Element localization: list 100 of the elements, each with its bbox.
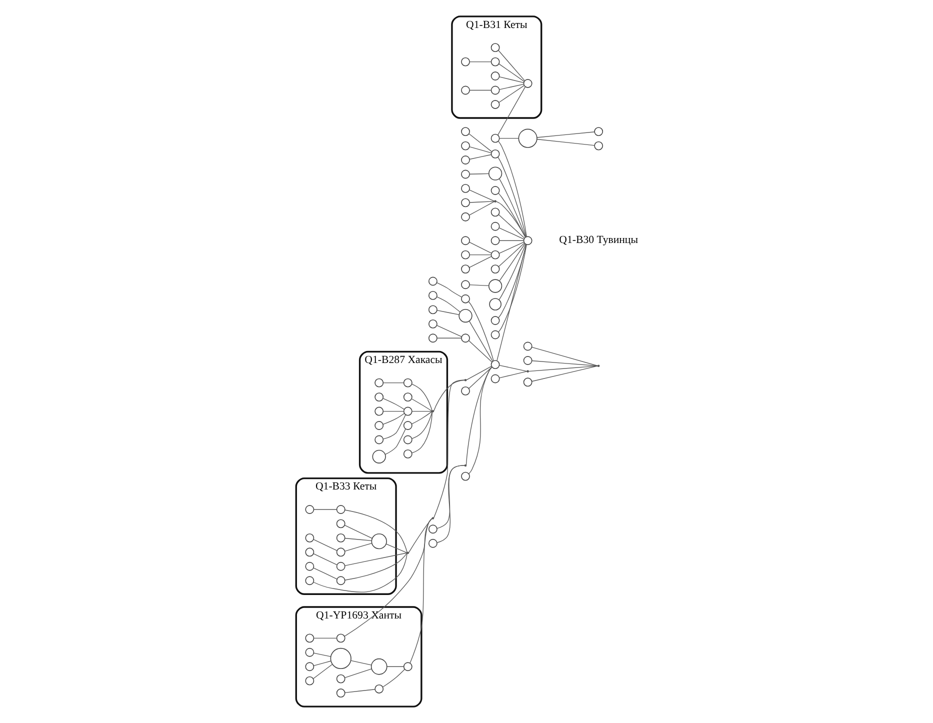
- connector: [531, 346, 598, 366]
- node-circle: [304, 576, 314, 586]
- connector: [498, 244, 526, 332]
- node-circle: [336, 688, 345, 698]
- node-circle: [488, 279, 502, 293]
- connector: [384, 428, 406, 455]
- connector: [498, 50, 524, 81]
- connector: [411, 411, 432, 439]
- node-circle: [304, 634, 314, 643]
- node-circle: [460, 236, 470, 246]
- connector: [436, 282, 462, 298]
- node-circle: [522, 378, 532, 387]
- cluster: Q1-B33 Кеты: [294, 477, 396, 595]
- node-circle: [402, 449, 412, 458]
- connector: [498, 140, 526, 237]
- connector: [468, 242, 492, 254]
- node-circle: [460, 212, 470, 222]
- node-circle: [490, 264, 500, 274]
- node-point: [431, 410, 434, 412]
- node-circle: [460, 334, 470, 343]
- connector: [408, 518, 432, 553]
- node-circle: [490, 208, 500, 217]
- node-circle: [460, 294, 470, 304]
- cluster: Q1-B287 Хакасы: [358, 350, 448, 474]
- connector: [386, 666, 404, 667]
- connector: [498, 63, 524, 82]
- node-circle: [336, 562, 345, 571]
- connector: [468, 133, 492, 152]
- connector: [382, 410, 404, 412]
- connector: [468, 366, 492, 389]
- node-circle: [522, 342, 532, 351]
- connector: [312, 553, 337, 566]
- connector: [382, 413, 404, 425]
- node-circle: [304, 648, 314, 657]
- node-circle: [336, 548, 345, 557]
- node-circle: [460, 127, 470, 136]
- connector: [531, 360, 598, 366]
- node-circle: [336, 674, 345, 684]
- node-point: [464, 464, 466, 467]
- connector: [312, 660, 331, 666]
- node-circle: [490, 186, 500, 195]
- node-circle: [402, 662, 412, 672]
- node-circle: [428, 291, 437, 300]
- node-circle: [370, 658, 387, 675]
- connector: [350, 660, 372, 666]
- connector: [495, 201, 526, 238]
- node-circle: [402, 421, 412, 430]
- node-circle: [372, 450, 386, 464]
- connector: [497, 156, 526, 238]
- node-circle: [402, 406, 412, 416]
- connector: [498, 138, 518, 139]
- node-circle: [428, 276, 437, 286]
- cluster: Q1-YP1693 Ханты: [294, 606, 422, 708]
- connector: [409, 518, 432, 664]
- connector: [436, 310, 459, 315]
- node-circle: [460, 156, 470, 164]
- connector: [468, 201, 494, 216]
- node-circle: [428, 334, 437, 343]
- node-circle: [304, 662, 314, 672]
- node-circle: [488, 166, 502, 180]
- node-circle: [402, 435, 412, 444]
- node-circle: [490, 316, 500, 325]
- connector: [436, 465, 465, 543]
- node-circle: [460, 86, 470, 95]
- connector: [496, 244, 526, 362]
- connector: [468, 173, 489, 174]
- node-circle: [428, 524, 437, 534]
- connector: [536, 132, 594, 138]
- node-circle: [428, 305, 437, 314]
- connector: [344, 538, 372, 542]
- node-circle: [522, 356, 532, 365]
- node-circle: [490, 330, 500, 340]
- node-circle: [336, 519, 345, 528]
- node-circle: [460, 184, 470, 193]
- node-circle: [428, 319, 437, 328]
- connector: [498, 244, 526, 300]
- node-circle: [336, 576, 345, 586]
- node-circle: [460, 141, 470, 150]
- connector: [436, 325, 462, 337]
- node-circle: [460, 280, 470, 290]
- node-circle: [458, 308, 472, 323]
- connector: [468, 256, 492, 268]
- node-circle: [336, 634, 345, 643]
- connector: [465, 366, 492, 380]
- connector: [410, 398, 432, 412]
- connector: [468, 301, 494, 362]
- node-circle: [490, 222, 500, 231]
- connector: [411, 410, 432, 412]
- node-circle: [304, 505, 314, 514]
- connector: [312, 539, 337, 551]
- connector: [432, 380, 465, 518]
- connector: [498, 242, 524, 267]
- node-circle: [522, 236, 532, 246]
- node-circle: [490, 134, 500, 143]
- node-circle: [460, 57, 470, 66]
- connector: [382, 668, 405, 688]
- node-circle: [490, 100, 500, 109]
- connector: [468, 340, 492, 362]
- connector: [410, 411, 432, 424]
- node-circle: [402, 378, 412, 388]
